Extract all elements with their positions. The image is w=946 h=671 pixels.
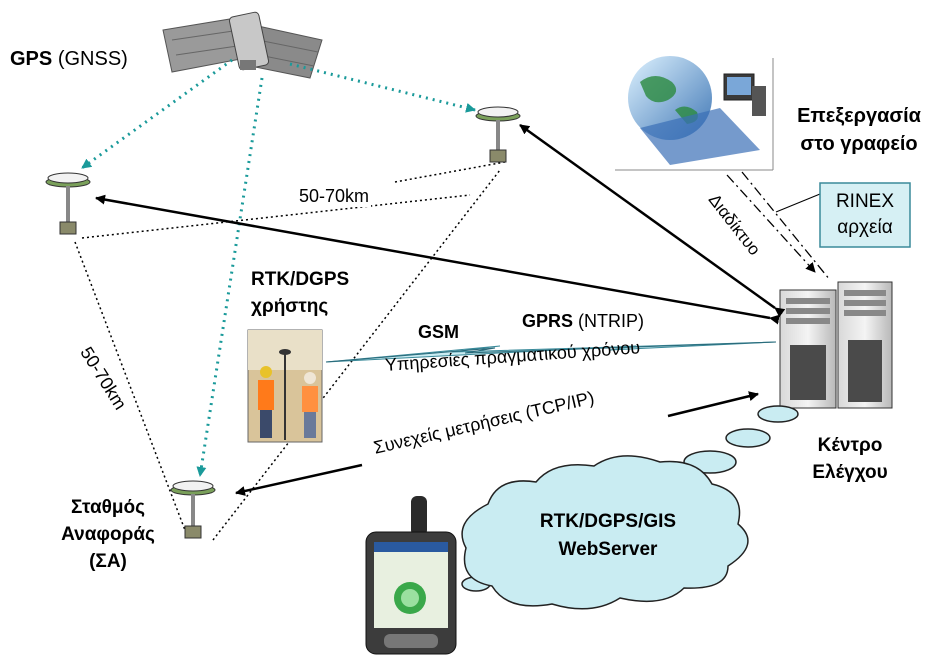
- satellite-icon: [162, 11, 323, 79]
- rinex-pointer: [775, 193, 821, 213]
- gps-label-bold: GPS: [10, 48, 53, 70]
- webserver-cloud-label: RTK/DGPS/GIS WebServer: [518, 508, 698, 564]
- server-icon: [779, 281, 893, 409]
- webserver-cloud: [461, 405, 799, 610]
- arrow-tcpip-out: [235, 463, 363, 496]
- control-center-label: Κέντρο Ελέγχου: [790, 432, 910, 486]
- office-label-line1: Επεξεργασία: [797, 105, 921, 127]
- rinex-label-line2: αρχεία: [837, 217, 893, 238]
- rinex-box: [819, 182, 911, 248]
- antenna-top-icon: [475, 106, 521, 163]
- rinex-label-line1: RINEX: [835, 191, 895, 212]
- control-center-line2: Ελέγχου: [812, 462, 888, 483]
- reference-station-line3: (ΣΑ): [89, 551, 127, 572]
- reference-station-line2: Αναφοράς: [61, 524, 155, 545]
- webserver-cloud-line1: RTK/DGPS/GIS: [539, 511, 677, 532]
- reference-station-label: Σταθμός Αναφοράς (ΣΑ): [48, 494, 168, 575]
- sat-link-right: [289, 62, 476, 113]
- gps-label: GPS (GNSS): [10, 48, 128, 71]
- rinex-label: RINEX αρχεία: [820, 189, 910, 241]
- arrow-left-station: [95, 194, 780, 325]
- pda-device-icon: [365, 496, 457, 655]
- webserver-cloud-line2: WebServer: [558, 539, 658, 560]
- antenna-left-icon: [45, 172, 91, 235]
- reference-station-line1: Σταθμός: [70, 497, 146, 518]
- control-center-line1: Κέντρο: [817, 435, 883, 456]
- data-flow-arrows: [95, 123, 786, 496]
- gps-label-rest: (GNSS): [57, 48, 128, 70]
- user-label-line1: RTK/DGPS: [251, 269, 350, 290]
- satellite-links: [81, 58, 476, 477]
- user-label: RTK/DGPS χρήστης: [251, 266, 349, 320]
- gprs-label-bold: GPRS: [522, 311, 574, 331]
- gsm-label: GSM: [418, 322, 460, 342]
- field-user-photo: [247, 329, 323, 443]
- distance-top-label: 50-70km: [297, 186, 372, 207]
- sat-link-left: [81, 58, 233, 170]
- arrow-tcpip-in: [667, 391, 759, 418]
- arrow-top-station: [519, 123, 786, 318]
- user-label-line2: χρήστης: [251, 296, 329, 317]
- gprs-label-rest: (NTRIP): [578, 311, 645, 331]
- gprs-label: GPRS (NTRIP): [522, 311, 644, 332]
- office-label-line2: στο γραφείο: [800, 133, 918, 155]
- realtime-channel: [325, 341, 777, 363]
- office-processing-icon: [615, 56, 774, 171]
- office-label: Επεξεργασία στο γραφείο: [784, 102, 934, 158]
- antenna-bottom-icon: [170, 480, 216, 539]
